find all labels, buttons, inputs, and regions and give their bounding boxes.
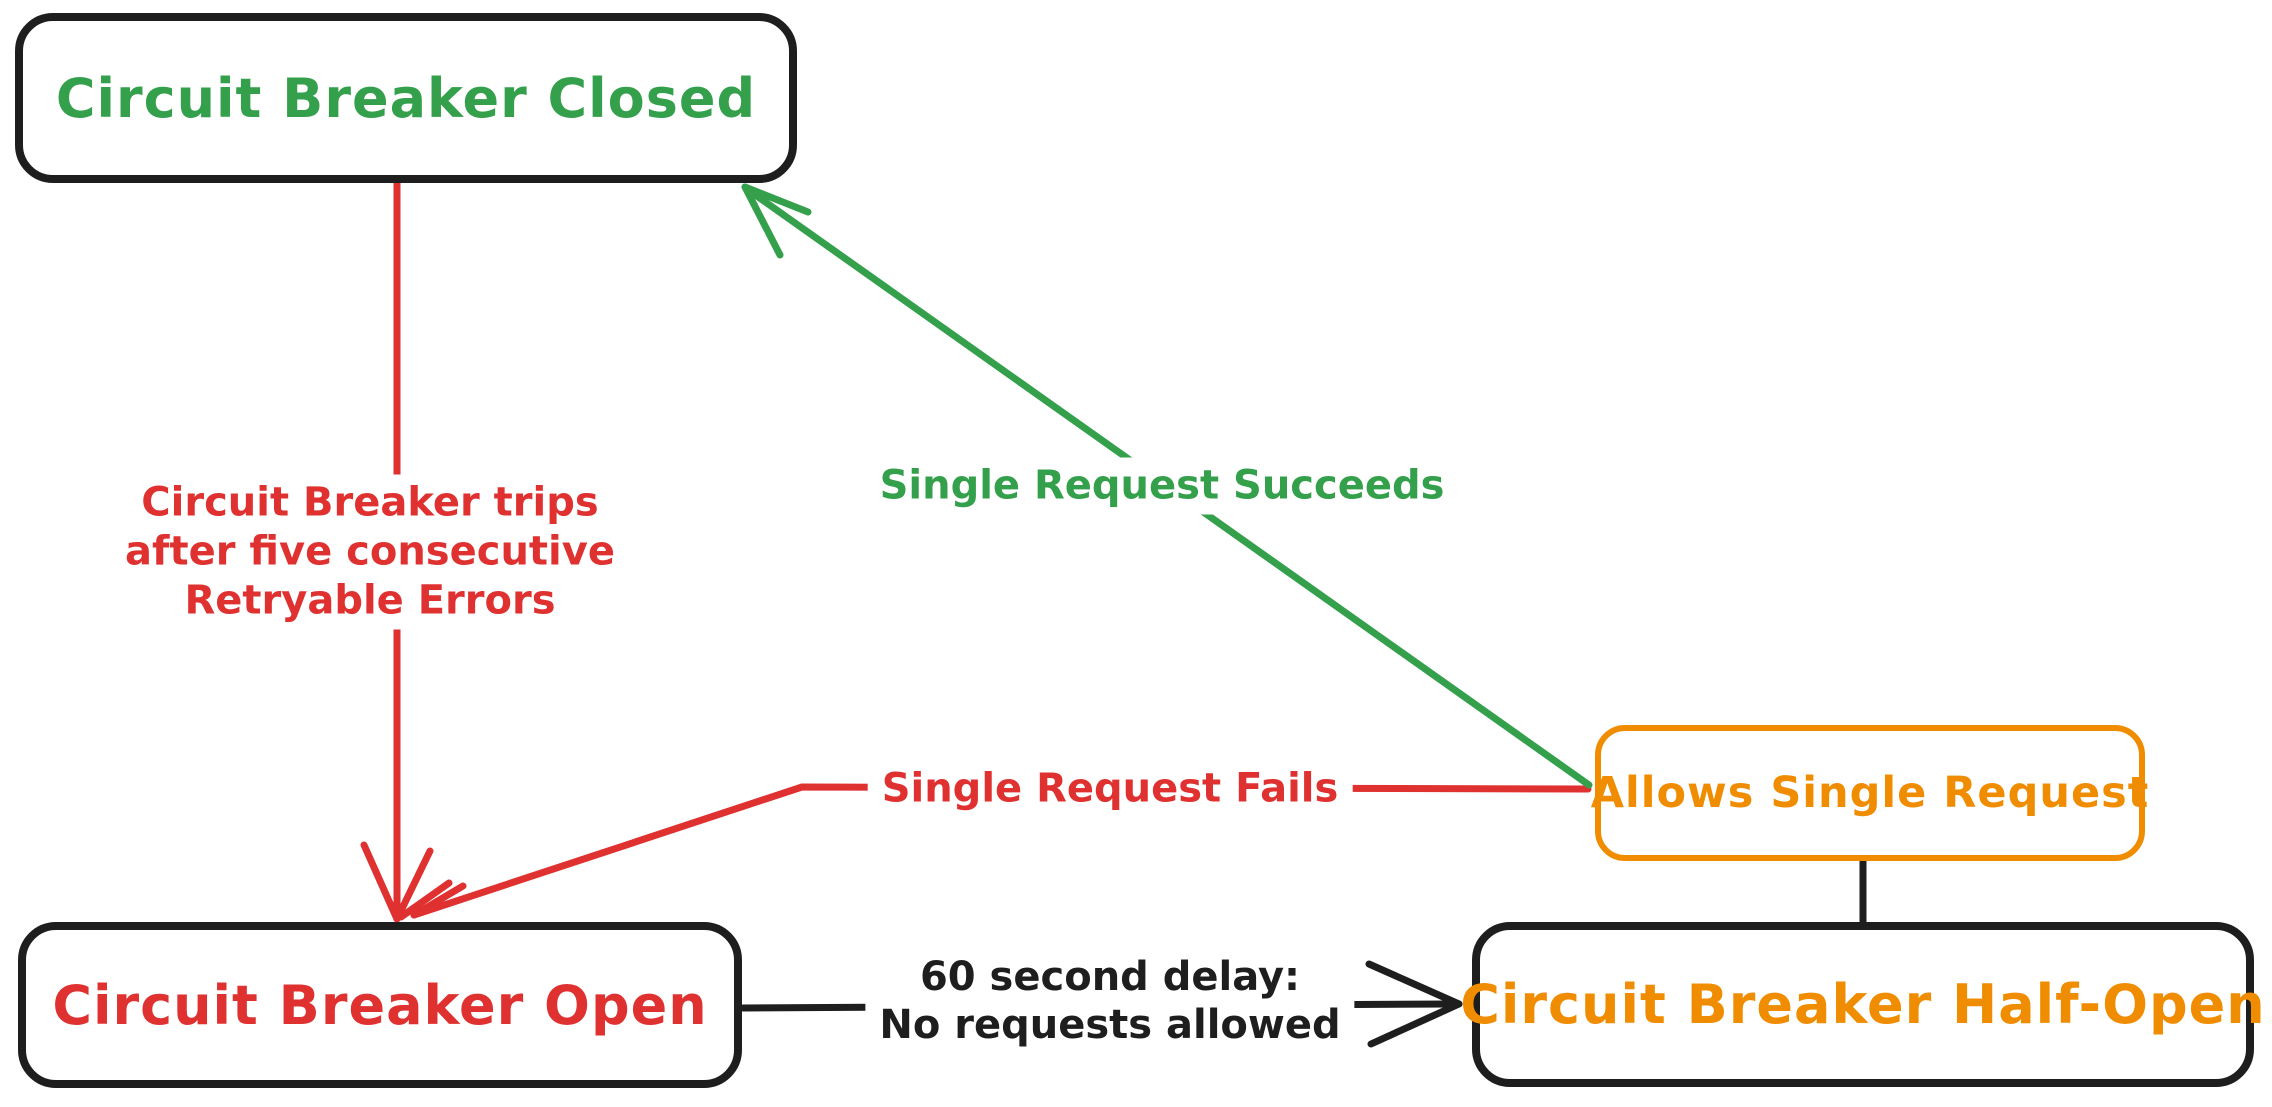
edge-label-delay: 60 second delay: No requests allowed <box>865 949 1355 1053</box>
edge-label-delay-line-1: 60 second delay: <box>919 954 1301 1000</box>
node-circuit-breaker-closed-label: Circuit Breaker Closed <box>55 66 757 130</box>
arrow-trips-head-left <box>360 841 401 923</box>
arrow-succeeds-head-down <box>741 183 784 259</box>
edge-label-trips-line-1: Circuit Breaker trips <box>141 479 599 526</box>
arrow-succeeds-head-right <box>741 183 812 216</box>
arrow-fails-head <box>410 882 467 919</box>
edge-label-succeeds: Single Request Succeeds <box>865 457 1459 515</box>
node-circuit-breaker-half-open: Circuit Breaker Half-Open <box>1460 922 2265 1087</box>
node-circuit-breaker-open: Circuit Breaker Open <box>18 922 742 1088</box>
node-circuit-breaker-half-open-label: Circuit Breaker Half-Open <box>1460 973 2266 1036</box>
arrow-delay-head-bottom <box>1367 1000 1463 1048</box>
node-allows-single-request: Allows Single Request <box>1591 725 2148 861</box>
edge-label-delay-line-2: No requests allowed <box>879 1002 1341 1048</box>
node-circuit-breaker-open-label: Circuit Breaker Open <box>52 973 708 1037</box>
edge-label-fails: Single Request Fails <box>867 760 1353 818</box>
arrow-trips-head-extra <box>397 879 453 921</box>
node-allows-single-request-label: Allows Single Request <box>1590 768 2150 818</box>
edge-label-trips-line-2: after five consecutive <box>125 528 615 575</box>
edge-label-trips-line-3: Retryable Errors <box>184 577 556 624</box>
node-circuit-breaker-closed: Circuit Breaker Closed <box>15 13 797 183</box>
arrow-delay-head-top <box>1365 960 1463 1008</box>
edge-label-trips: Circuit Breaker trips after five consecu… <box>111 474 629 630</box>
arrow-trips-head-right <box>393 847 434 923</box>
